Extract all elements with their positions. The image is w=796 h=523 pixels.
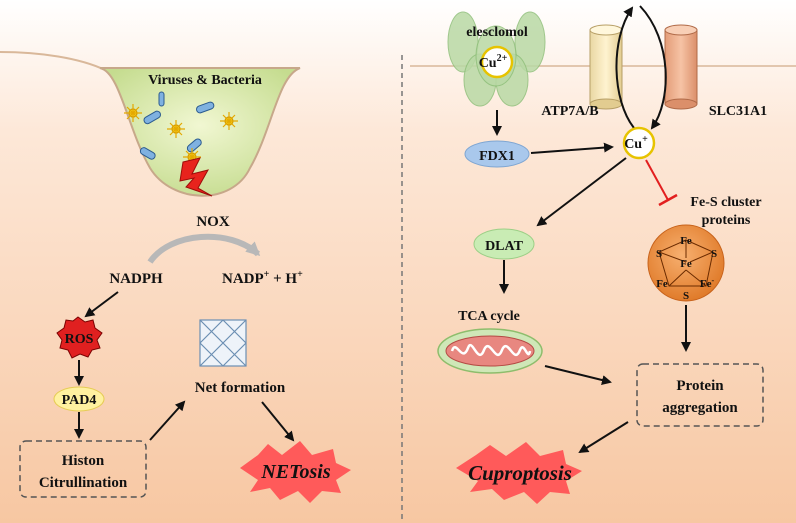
- cluster-s-left: S: [656, 248, 662, 260]
- pathogen-label: Viruses & Bacteria: [148, 73, 262, 88]
- cluster-fe-top: Fe: [680, 235, 692, 247]
- membrane-left: [0, 51, 106, 71]
- arrow-mito-protein: [544, 365, 612, 385]
- atp7-transporter-icon: [589, 24, 623, 110]
- pad4-badge: [53, 386, 105, 412]
- virus-icon: [124, 104, 238, 166]
- cluster-s-right: S: [711, 248, 717, 260]
- influx-arrow: [639, 5, 667, 130]
- fdx1-label: FDX1: [479, 149, 515, 164]
- cu2-ion: [480, 45, 514, 79]
- cu2-label: Cu2+: [479, 53, 508, 71]
- netosis-burst: [240, 441, 351, 503]
- cluster-s-bottom: S: [683, 290, 689, 302]
- slc31-transporter-icon: [664, 24, 698, 110]
- arrow-nadph-ros: [84, 291, 119, 318]
- citrullination-label: Citrullination: [39, 475, 128, 491]
- fes-cluster-icon: [647, 224, 725, 302]
- pathogen-vesicle: [99, 67, 301, 197]
- histon-label: Histon: [62, 453, 105, 469]
- arrow-protein-cuproptosis: [578, 421, 629, 454]
- ros-badge: [56, 316, 103, 359]
- nadph-conversion-arrow: [147, 233, 261, 264]
- pad4-label: PAD4: [62, 393, 97, 408]
- dlat-badge: [473, 228, 535, 260]
- nadp-label: NADP+ + H+: [222, 269, 303, 287]
- nadph-label: NADPH: [109, 271, 163, 287]
- arrow-fdx1-cu: [530, 142, 614, 154]
- cluster-fe-left: Fe: [656, 278, 668, 290]
- histon-citrullination-box: [19, 440, 147, 498]
- nox-label: NOX: [196, 214, 230, 230]
- arrow-cu-dlat: [536, 157, 627, 227]
- netosis-label: NETosis: [260, 461, 331, 483]
- net-icon: [199, 319, 247, 367]
- inhibition-bar: [658, 193, 678, 207]
- cluster-fe-center: Fe: [680, 258, 692, 270]
- cuproptosis-burst: [456, 442, 582, 504]
- atp7-label: ATP7A/B: [541, 104, 598, 119]
- cluster-fe-right: Fe-: [700, 276, 715, 290]
- slc31-label: SLC31A1: [709, 104, 767, 119]
- cu1-label: Cu+: [624, 134, 648, 152]
- protein-aggregation-box: [636, 363, 764, 427]
- cu1-ion: [622, 126, 656, 160]
- aggregation-label: aggregation: [662, 400, 738, 416]
- protein-label: Protein: [676, 378, 724, 394]
- net-formation-label: Net formation: [195, 380, 286, 396]
- arrow-net-netosis: [261, 401, 295, 442]
- mitochondrion-icon: [437, 328, 543, 374]
- cuproptosis-label: Cuproptosis: [468, 461, 572, 485]
- inhibition-line: [645, 159, 669, 201]
- dlat-label: DLAT: [485, 239, 524, 254]
- lightning-icon: [179, 157, 213, 197]
- bacteria-icon: [139, 91, 215, 160]
- fes-label-line1: Fe-S cluster: [690, 195, 761, 210]
- efflux-arrow: [615, 6, 635, 129]
- fes-label-line2: proteins: [702, 213, 751, 228]
- tca-label: TCA cycle: [458, 309, 520, 324]
- arrow-histon-net: [149, 400, 186, 441]
- ros-label: ROS: [65, 332, 94, 347]
- elesclomol-label: elesclomol: [466, 25, 528, 40]
- fdx1-badge: [464, 140, 530, 168]
